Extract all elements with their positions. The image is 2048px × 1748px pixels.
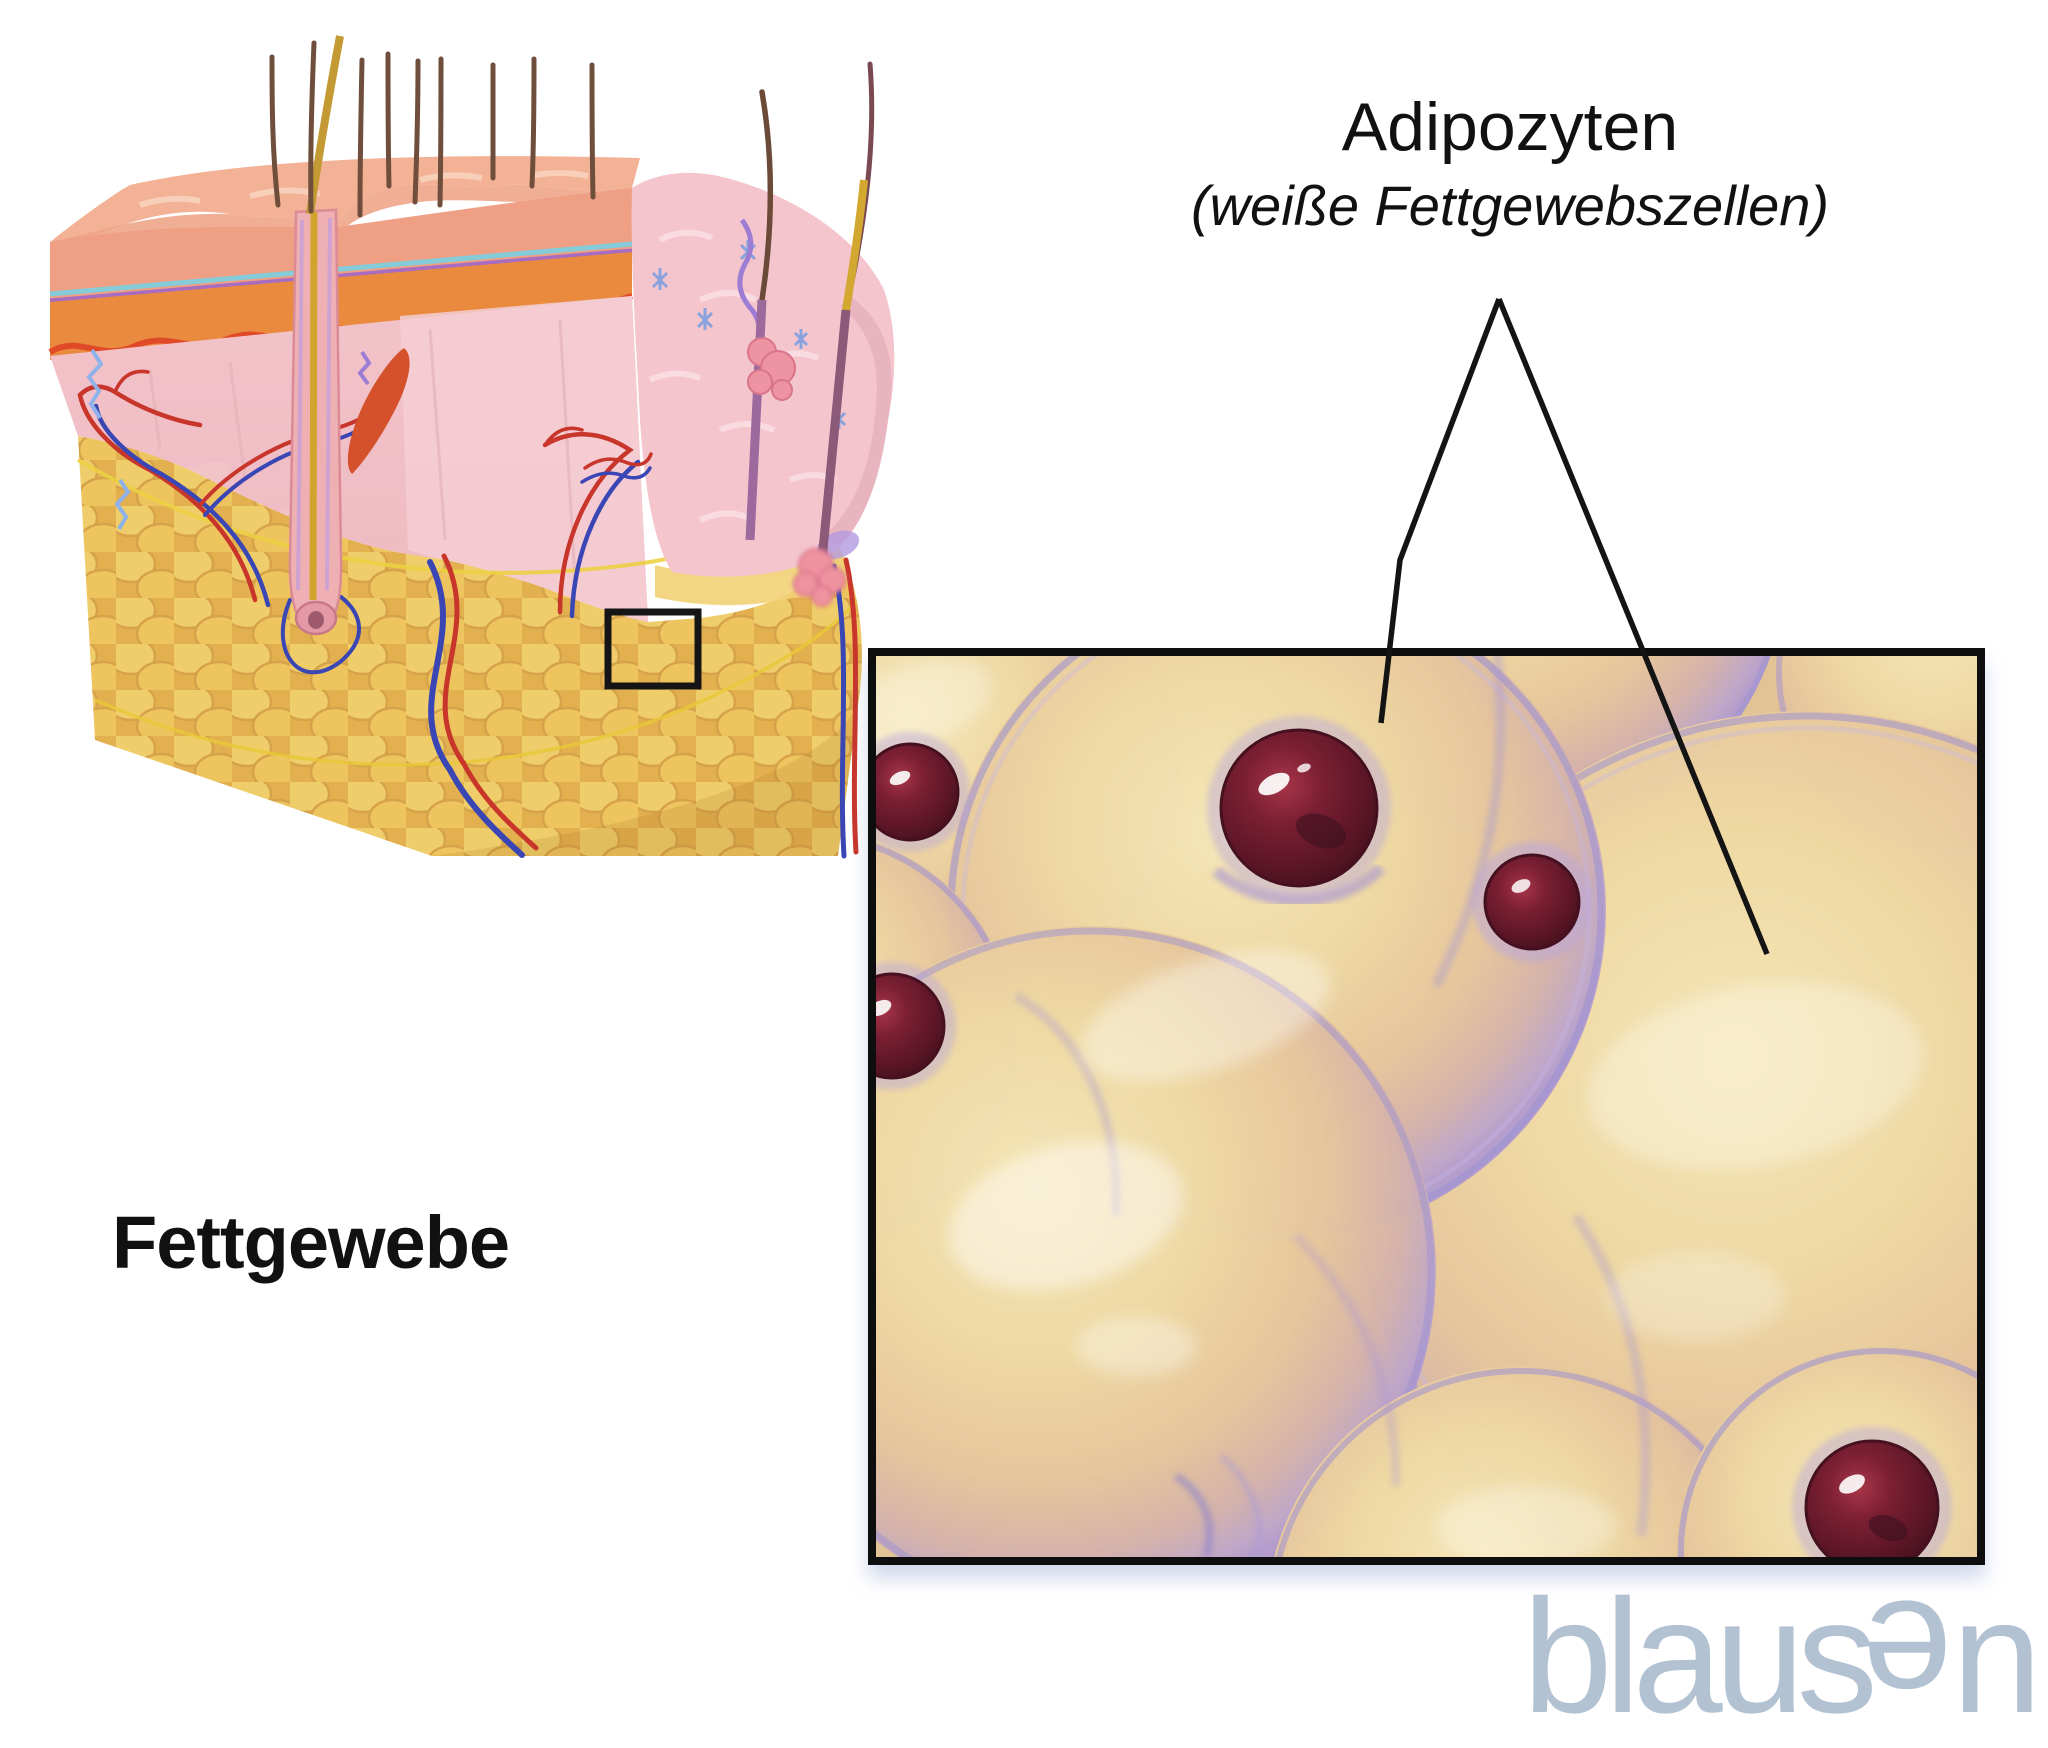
skin-cross-section-illustration: [48, 35, 895, 859]
hair-root-sheath-2: [817, 309, 851, 561]
zoom-region-box: [604, 608, 702, 690]
logo-text-part2: n: [1951, 1566, 2042, 1747]
annotation-title: Adipozyten: [1341, 89, 1679, 165]
blood-vessels: [77, 369, 859, 859]
hair-sheath-yellow: [842, 179, 868, 311]
sweat-gland: [793, 548, 846, 607]
adipocyte-inset-frame: [868, 648, 1985, 1565]
sebaceous-gland: [747, 337, 796, 401]
cell-highlights: [876, 659, 1925, 1557]
epidermis-layer: [49, 188, 633, 304]
hair-follicle: [288, 35, 344, 636]
arrector-pili-muscle: [347, 348, 410, 474]
blausen-logo: blausen: [1523, 1567, 2043, 1748]
adipocyte-annotation: Adipozyten (weiße Fettgewebszellen): [1020, 89, 2000, 238]
figure-title: Fettgewebe: [112, 1201, 510, 1284]
logo-rotated-e: e: [1869, 1567, 1952, 1748]
logo-text-part1: blaus: [1522, 1566, 1878, 1747]
annotation-subtitle: (weiße Fettgewebszellen): [1190, 174, 1830, 238]
adipocyte-tissue-closeup: [876, 656, 1977, 1557]
